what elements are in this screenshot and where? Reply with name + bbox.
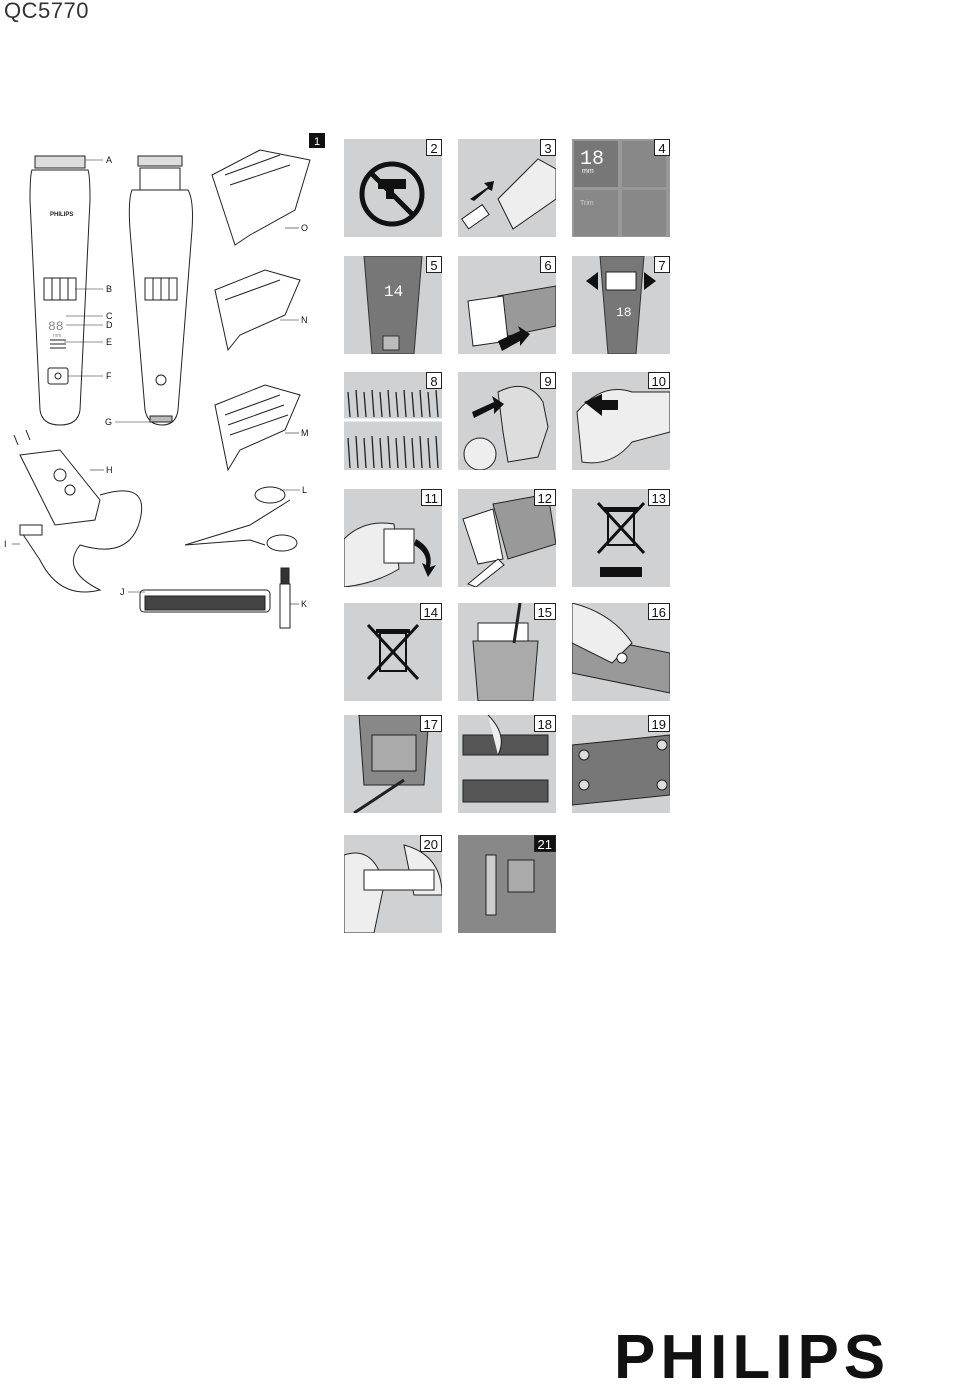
display-module-illustration [458,835,556,933]
display-value: 14 [384,283,403,301]
unscrew-blade-illustration [472,603,539,701]
step-number: 6 [540,256,556,273]
hair-length-illustration [344,389,442,469]
remove-battery-illustration [462,715,549,803]
step-number: 9 [540,372,556,389]
label-j: J [120,587,125,597]
label-c: C [106,311,113,321]
step-panel-2: 2 [344,139,442,237]
open-housing-illustration [572,603,670,694]
step-panel-12: 12 [458,489,556,587]
step-panel-8: 8 [344,372,442,470]
step-panel-3: 3 [458,139,556,237]
label-b: B [106,284,112,294]
step-panel-5: 14 5 [344,256,442,354]
label-e: E [106,337,112,347]
label-g: G [105,417,112,427]
step-number: 14 [419,603,442,620]
step-panel-17: 17 [344,715,442,813]
label-l: L [302,485,307,495]
head-trim-direction-illustration [463,385,549,470]
step-panel-10: 10 [572,372,670,470]
charging-plug-illustration [461,158,556,230]
display-unit: mm [582,168,594,175]
label-f: F [106,371,112,381]
label-k: K [301,599,307,609]
label-i: I [4,539,7,549]
comb-attachments [211,149,311,472]
remove-blade-illustration [344,522,436,587]
step-number: 15 [533,603,556,620]
label-a: A [106,155,112,165]
model-number: QC5770 [4,0,89,23]
step-number: 2 [426,139,442,156]
step-number: 8 [426,372,442,389]
attach-comb-illustration [467,285,556,351]
clean-blade-illustration [462,493,556,587]
display-value: 18 [616,305,632,320]
battery-removal-illustration [344,844,442,933]
step-number: 16 [647,603,670,620]
step-panel-21: 21 [458,835,556,933]
device-display-digits: 88 [48,319,64,334]
scissors [184,486,298,552]
trimmer-back [128,155,193,426]
label-n: N [301,315,308,325]
display-modes-illustration: Trim 18 mm [574,141,666,236]
trim-label: Trim [580,200,594,207]
label-h: H [106,465,113,475]
step-number: 12 [533,489,556,506]
step-panel-18: 18 [458,715,556,813]
step-number: 7 [654,256,670,273]
brand-logo: PHILIPS [614,1323,891,1392]
device-display-unit: mm [53,333,61,339]
adjust-length-illustration: 18 [586,256,656,354]
product-overview-illustration: 1 PHILIPS 88 mm [4,133,325,629]
overview-number: 1 [314,136,320,148]
step-panel-15: 15 [458,603,556,701]
no-water-icon [359,161,425,227]
step-panel-13: 13 [572,489,670,587]
weee-bin-icon [596,501,646,577]
label-d: D [106,320,113,330]
step-number: 13 [647,489,670,506]
step-panel-4: Trim 18 mm 4 [572,139,670,237]
step-panel-6: 6 [458,256,556,354]
step-panel-20: 20 [344,835,442,933]
step-number: 10 [647,372,670,389]
step-number: 20 [419,835,442,852]
step-panel-11: 11 [344,489,442,587]
step-number: 18 [533,715,556,732]
step-panel-19: 19 [572,715,670,813]
step-panel-9: 9 [458,372,556,470]
step-number: 17 [419,715,442,732]
step-number: 3 [540,139,556,156]
device-brand: PHILIPS [50,212,73,218]
circuit-board-illustration [572,734,670,806]
remove-comb-illustration [576,389,670,464]
display-value: 18 [580,148,604,171]
pocket-comb [139,589,271,613]
cleaning-brush [279,567,291,629]
step-panel-16: 16 [572,603,670,701]
step-panel-14: 14 [344,603,442,701]
step-number: 5 [426,256,442,273]
step-panel-7: 18 7 [572,256,670,354]
adapter-and-cord [13,429,142,593]
step-number: 21 [533,835,556,852]
step-number: 19 [647,715,670,732]
battery-disposal-icon [366,623,420,681]
inner-housing-illustration [353,715,430,813]
step-number: 4 [654,139,670,156]
trimmer-display-illustration: 14 [363,256,423,354]
label-o: O [301,223,308,233]
label-m: M [301,428,309,438]
trimmer-front [29,155,91,426]
step-number: 11 [420,489,442,506]
